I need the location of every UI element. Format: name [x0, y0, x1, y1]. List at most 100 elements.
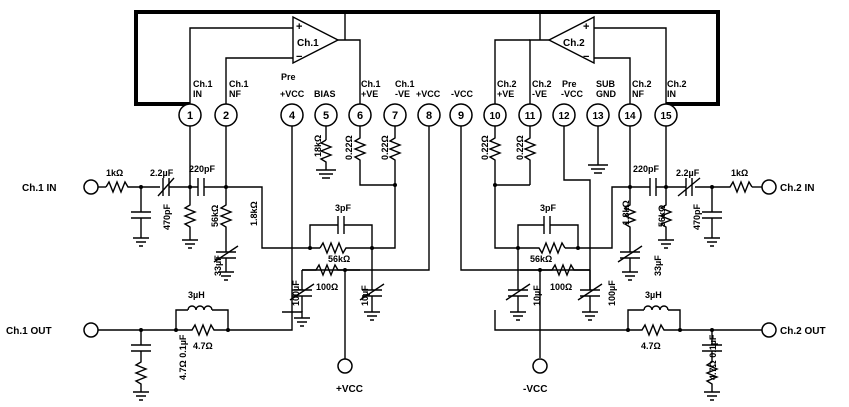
svg-text:2: 2	[223, 110, 229, 122]
svg-text:7: 7	[392, 110, 398, 122]
pin-4-label: Pre	[281, 72, 296, 82]
pin-2-label: Ch.1	[229, 79, 249, 89]
svg-text:100Ω: 100Ω	[316, 282, 338, 292]
pin-8: 8	[417, 103, 441, 127]
svg-text:1.8kΩ: 1.8kΩ	[621, 200, 631, 225]
svg-text:33µF: 33µF	[213, 255, 223, 276]
svg-text:15: 15	[660, 111, 672, 122]
svg-text:3pF: 3pF	[540, 203, 557, 213]
pin-10-label: Ch.2	[497, 79, 517, 89]
svg-text:13: 13	[592, 111, 604, 122]
svg-text:470pF: 470pF	[162, 203, 172, 230]
opamp-ch2-label: Ch.2	[563, 38, 585, 49]
opamp-ch1-plus: +	[296, 21, 302, 33]
pin-row: 1 2 4 5 6 7 8 9 10 11 12 13 14 15	[178, 103, 678, 127]
ch1-out-label: Ch.1 OUT	[6, 326, 52, 337]
pin-8-label: +VCC	[416, 89, 441, 99]
resistor-emitter-10: 0.22Ω	[480, 135, 502, 185]
ch2-out-terminal[interactable]: Ch.2 OUT	[761, 322, 826, 338]
svg-text:2.2µF: 2.2µF	[676, 168, 700, 178]
svg-text:11: 11	[525, 111, 536, 122]
svg-text:56kΩ: 56kΩ	[328, 254, 350, 264]
ch2-in-label: Ch.2 IN	[780, 183, 814, 194]
inductor-out-ch2: 3µH	[627, 290, 681, 330]
svg-text:0.22Ω: 0.22Ω	[380, 135, 390, 160]
svg-text:56kΩ: 56kΩ	[530, 254, 552, 264]
ch1-in-label: Ch.1 IN	[22, 183, 56, 194]
pin-14-label2: NF	[632, 89, 644, 99]
svg-text:4.7Ω: 4.7Ω	[641, 341, 661, 351]
pin-15-label: Ch.2	[667, 79, 687, 89]
inductor-out-ch1: 3µH	[175, 290, 229, 330]
svg-text:100Ω: 100Ω	[550, 282, 572, 292]
cap-shunt-ch2: 470pF	[692, 187, 722, 247]
resistor-out-ch1: 4.7Ω	[176, 323, 228, 351]
resistor-in-ch1: 1kΩ	[105, 168, 135, 194]
resistor-emitter-7: 0.22Ω	[380, 135, 402, 185]
resistor-b-ch1: 56kΩ	[182, 187, 220, 249]
svg-text:1kΩ: 1kΩ	[106, 168, 123, 178]
cap-in-ch2: 2.2µF	[666, 168, 712, 197]
ch1-in-terminal[interactable]: Ch.1 IN	[22, 179, 99, 195]
resistor-fb-ch2: 56kΩ	[530, 241, 566, 264]
resistor-fb-ch1: 56kΩ	[319, 241, 360, 264]
svg-text:0.22Ω: 0.22Ω	[515, 135, 525, 160]
opamp-ch1: Ch.1 + −	[189, 12, 361, 104]
pin-10-label2: +VE	[497, 89, 514, 99]
cap-decouple-10uF-ch1: 10µF	[359, 248, 385, 312]
svg-text:100µF: 100µF	[607, 280, 617, 306]
resistor-in-ch2: 1kΩ	[712, 168, 753, 194]
pin-13-label: SUB	[596, 79, 616, 89]
opamp-ch1-minus: −	[296, 51, 302, 63]
cap-nf-ch2: 33µF	[617, 245, 663, 281]
resistor-out-ch2: 4.7Ω	[628, 323, 680, 351]
svg-text:14: 14	[624, 111, 636, 122]
svg-text:4.7Ω: 4.7Ω	[193, 341, 213, 351]
cap-decouple-100uF-ch2: 100µF	[577, 270, 617, 312]
resistor-s-ch2: 100Ω	[520, 263, 590, 292]
ch2-out-label: Ch.2 OUT	[780, 326, 826, 337]
pin-11-label: Ch.2	[532, 79, 552, 89]
resistor-s-ch1: 100Ω	[302, 263, 360, 292]
pin-1-label2: IN	[193, 89, 202, 99]
pin-12: 12	[552, 103, 576, 127]
svg-text:3pF: 3pF	[335, 203, 352, 213]
pin-15-label2: IN	[667, 89, 676, 99]
cap-fb-ch1: 3pF	[309, 203, 373, 248]
pin-7-label: Ch.1	[395, 79, 415, 89]
opamp-ch2-plus: +	[583, 21, 589, 33]
resistor-bias: 18kΩ	[313, 135, 336, 179]
cap-hf-ch2: 220pF	[630, 164, 666, 196]
vcc-pos-terminal[interactable]: +VCC	[336, 358, 363, 395]
svg-text:1: 1	[187, 110, 193, 122]
vcc-neg-label: -VCC	[523, 384, 547, 395]
zobel-ch2: 4.7Ω 0.1µF	[702, 330, 722, 401]
resistor-nf-ch1: 1.8kΩ	[219, 187, 259, 252]
pin-13-label2: GND	[596, 89, 617, 99]
cap-hf-ch1: 220pF	[189, 164, 226, 196]
pin-9: 9	[449, 103, 473, 127]
pin-12-label: Pre	[562, 79, 577, 89]
svg-text:1.8kΩ: 1.8kΩ	[249, 201, 259, 226]
pin-1-label: Ch.1	[193, 79, 213, 89]
svg-text:6: 6	[357, 110, 363, 122]
svg-text:1kΩ: 1kΩ	[731, 168, 748, 178]
svg-text:9: 9	[458, 110, 464, 122]
pin-13: 13	[586, 103, 610, 127]
svg-text:4.7Ω 0.1µF: 4.7Ω 0.1µF	[178, 334, 188, 380]
svg-text:10: 10	[489, 111, 501, 122]
vcc-pos-label: +VCC	[336, 384, 363, 395]
resistor-emitter-6: 0.22Ω	[344, 135, 367, 170]
svg-text:8: 8	[426, 110, 432, 122]
pin-9-label: -VCC	[451, 89, 473, 99]
zobel-ch1: 4.7Ω 0.1µF	[131, 330, 188, 401]
svg-text:2.2µF: 2.2µF	[150, 168, 174, 178]
opamp-ch1-label: Ch.1	[297, 38, 319, 49]
resistor-nf-ch2: 1.8kΩ	[621, 187, 637, 252]
ch2-in-terminal[interactable]: Ch.2 IN	[761, 179, 814, 195]
svg-text:4: 4	[289, 110, 296, 122]
vcc-neg-terminal[interactable]: -VCC	[523, 358, 548, 395]
ch1-out-terminal[interactable]: Ch.1 OUT	[6, 322, 99, 338]
resistor-b-ch2: 56kΩ	[657, 187, 674, 249]
pin-11: 11	[518, 103, 542, 127]
